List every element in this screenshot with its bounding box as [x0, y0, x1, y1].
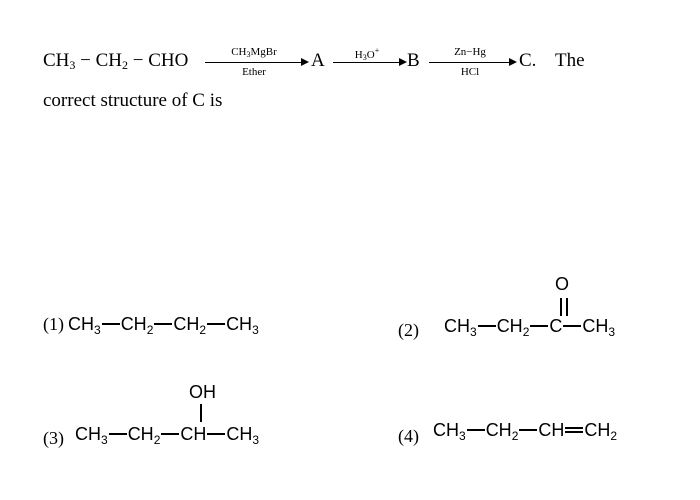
single-bond: [154, 323, 173, 325]
option-2-number: (2): [398, 320, 419, 340]
single-bond: [477, 325, 496, 327]
option-2-oxygen: O: [555, 274, 570, 294]
single-bond: [161, 433, 180, 435]
arrow-1-reagent: CH3MgBr: [231, 46, 277, 59]
product-b: B: [407, 50, 420, 71]
reactant-formula: CH3 − CH2 − CHO: [43, 50, 189, 72]
single-bond: [563, 325, 582, 327]
single-bond: [101, 323, 120, 325]
single-bond: [207, 323, 226, 325]
question-line-2: correct structure of C is: [43, 90, 223, 111]
arrow-2-reagent: H3O+: [354, 46, 380, 62]
single-bond: [519, 429, 538, 431]
question-tail: The: [555, 50, 585, 71]
single-bond: [207, 433, 226, 435]
single-bond: [108, 433, 127, 435]
reaction-arrow-1: CH3MgBr Ether: [205, 44, 309, 80]
option-3-number: (3): [43, 428, 64, 448]
product-c: C.: [519, 50, 537, 71]
arrow-3-shaft: [429, 62, 511, 63]
single-bond: [466, 429, 485, 431]
arrow-3-head: [509, 58, 517, 66]
double-bond-left: [560, 298, 562, 316]
single-bond: [530, 325, 549, 327]
option-3-hydroxyl: OH: [189, 382, 216, 402]
product-a: A: [311, 50, 325, 71]
double-bond: [565, 427, 584, 433]
arrow-3-condition: HCl: [460, 66, 480, 78]
arrow-2-shaft: [333, 62, 401, 63]
arrow-2-head: [399, 58, 407, 66]
arrow-1-condition: Ether: [242, 66, 266, 78]
reaction-arrow-3: Zn−Hg HCl: [429, 44, 517, 80]
reaction-arrow-2: H3O+: [333, 44, 407, 80]
option-1-number: (1): [43, 314, 64, 334]
double-bond-right: [566, 298, 568, 316]
arrow-1-head: [301, 58, 309, 66]
option-4-number: (4): [398, 426, 419, 446]
arrow-3-reagent: Zn−Hg: [454, 46, 486, 58]
arrow-1-shaft: [205, 62, 303, 63]
single-bond-vertical: [200, 404, 202, 422]
